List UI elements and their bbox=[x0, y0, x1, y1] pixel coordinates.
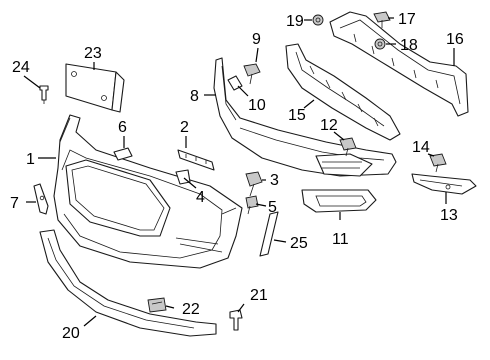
callout-3: 3 bbox=[270, 172, 279, 189]
push-pin-lower bbox=[229, 309, 243, 331]
callout-16: 16 bbox=[446, 31, 464, 48]
callout-18: 18 bbox=[400, 37, 418, 54]
callout-7: 7 bbox=[10, 195, 19, 212]
side-bracket-right bbox=[411, 173, 477, 195]
side-bracket-left bbox=[33, 183, 49, 215]
callout-11: 11 bbox=[332, 231, 349, 248]
callout-19: 19 bbox=[286, 13, 304, 30]
callout-14: 14 bbox=[412, 139, 430, 156]
nut-18 bbox=[374, 38, 386, 50]
callout-13: 13 bbox=[440, 207, 458, 224]
bolt-12 bbox=[339, 137, 357, 157]
clip-6 bbox=[113, 147, 133, 161]
bumper-cover bbox=[53, 114, 243, 269]
callout-22: 22 bbox=[182, 301, 200, 318]
bolt-3 bbox=[245, 171, 263, 197]
bolt-9 bbox=[243, 63, 261, 85]
callout-15: 15 bbox=[288, 107, 306, 124]
callout-4: 4 bbox=[196, 189, 205, 206]
callout-24: 24 bbox=[12, 59, 30, 76]
callout-9: 9 bbox=[252, 31, 261, 48]
bolt-14 bbox=[429, 153, 447, 173]
callout-5: 5 bbox=[268, 199, 277, 216]
callout-25: 25 bbox=[290, 235, 308, 252]
nut-19 bbox=[312, 14, 324, 26]
callout-10: 10 bbox=[248, 97, 266, 114]
upper-fascia bbox=[213, 57, 397, 177]
callout-1: 1 bbox=[26, 151, 35, 168]
clip-22 bbox=[147, 297, 167, 313]
retainer-2 bbox=[177, 149, 215, 171]
license-plate-bracket bbox=[65, 63, 125, 113]
callout-21: 21 bbox=[250, 287, 268, 304]
callout-17: 17 bbox=[398, 11, 416, 28]
callout-2: 2 bbox=[180, 119, 189, 136]
callout-8: 8 bbox=[190, 88, 199, 105]
fog-lamp-bezel bbox=[301, 189, 377, 213]
trim-strip bbox=[259, 211, 279, 257]
bolt-17 bbox=[373, 11, 391, 28]
callout-12: 12 bbox=[320, 117, 338, 134]
energy-absorber bbox=[285, 43, 401, 141]
leader-lines bbox=[23, 17, 455, 327]
callout-6: 6 bbox=[118, 119, 127, 136]
push-pin-upper bbox=[39, 85, 49, 104]
callout-20: 20 bbox=[62, 325, 80, 342]
reinforcement-beam bbox=[329, 11, 469, 117]
screw-5 bbox=[245, 195, 259, 215]
lower-valance bbox=[39, 229, 217, 337]
callout-labels: 1 2 3 4 5 6 7 8 9 10 11 12 13 14 15 16 1… bbox=[10, 11, 464, 342]
callout-23: 23 bbox=[84, 45, 102, 62]
